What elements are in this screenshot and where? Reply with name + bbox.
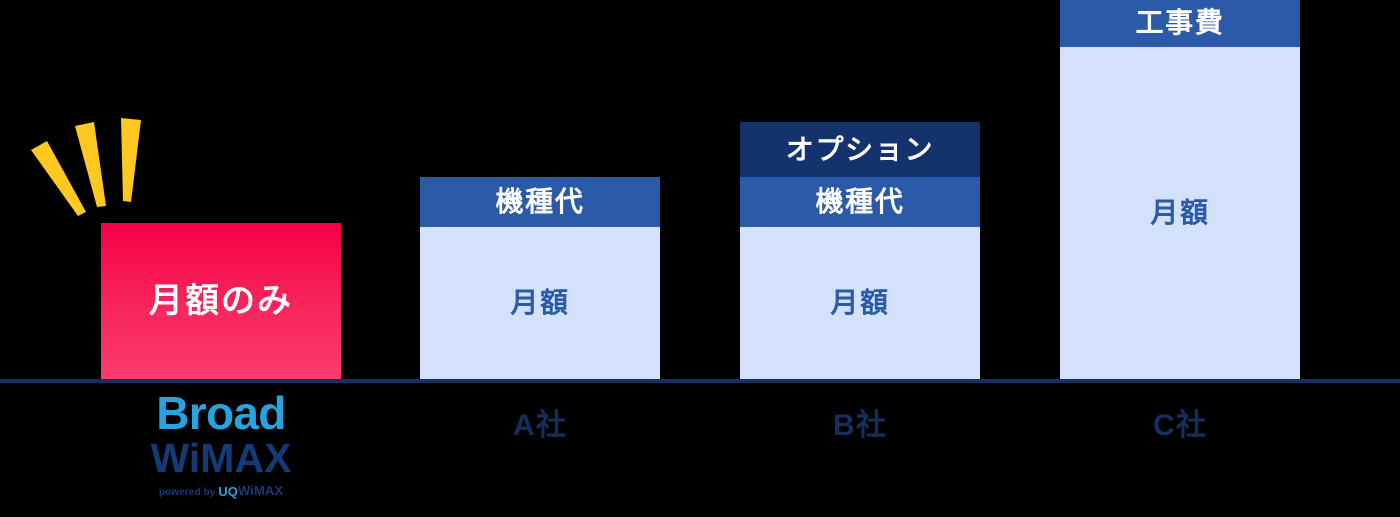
segment-label-monthly-b: 月額 <box>830 287 890 318</box>
logo-powered-uq: UQ <box>218 483 238 499</box>
bar-company-c: 工事費 月額 <box>1060 0 1300 379</box>
logo-powered-by: powered by UQWiMAX <box>101 484 341 498</box>
segment-label-monthly-only: 月額のみ <box>148 282 294 320</box>
segment-label-option-b: オプション <box>785 133 935 165</box>
segment-label-device-fee-b: 機種代 <box>815 186 905 217</box>
category-label-c: C社 <box>1152 409 1208 442</box>
segment-device-fee-b: 機種代 <box>740 177 980 227</box>
category-label-b: B社 <box>832 409 888 442</box>
segment-label-construction-fee-c: 工事費 <box>1135 7 1225 38</box>
sparkle-rays-icon <box>14 108 174 223</box>
segment-label-monthly-c: 月額 <box>1150 197 1210 228</box>
segment-monthly-b: 月額 <box>740 227 980 379</box>
segment-label-monthly-a: 月額 <box>510 287 570 318</box>
segment-monthly-only: 月額のみ <box>101 223 341 379</box>
logo-text-wimax: WiMAX <box>150 434 292 481</box>
segment-label-device-fee-a: 機種代 <box>495 186 585 217</box>
bar-broad-wimax: 月額のみ <box>101 223 341 379</box>
logo-powered-prefix: powered by <box>158 486 216 498</box>
segment-monthly-a: 月額 <box>420 227 660 379</box>
segment-construction-fee-c: 工事費 <box>1060 0 1300 47</box>
segment-monthly-c: 月額 <box>1060 47 1300 379</box>
category-label-a: A社 <box>512 409 568 442</box>
logo-powered-wimax: WiMAX <box>238 482 284 498</box>
logo-broad-wimax: Broad WiMAX powered by UQWiMAX <box>101 387 341 498</box>
segment-option-b: オプション <box>740 122 980 177</box>
bar-company-a: 機種代 月額 <box>420 177 660 379</box>
segment-device-fee-a: 機種代 <box>420 177 660 227</box>
axis-baseline <box>0 379 1400 383</box>
bar-company-b: オプション 機種代 月額 <box>740 122 980 379</box>
logo-text-broad: Broad <box>156 387 286 439</box>
